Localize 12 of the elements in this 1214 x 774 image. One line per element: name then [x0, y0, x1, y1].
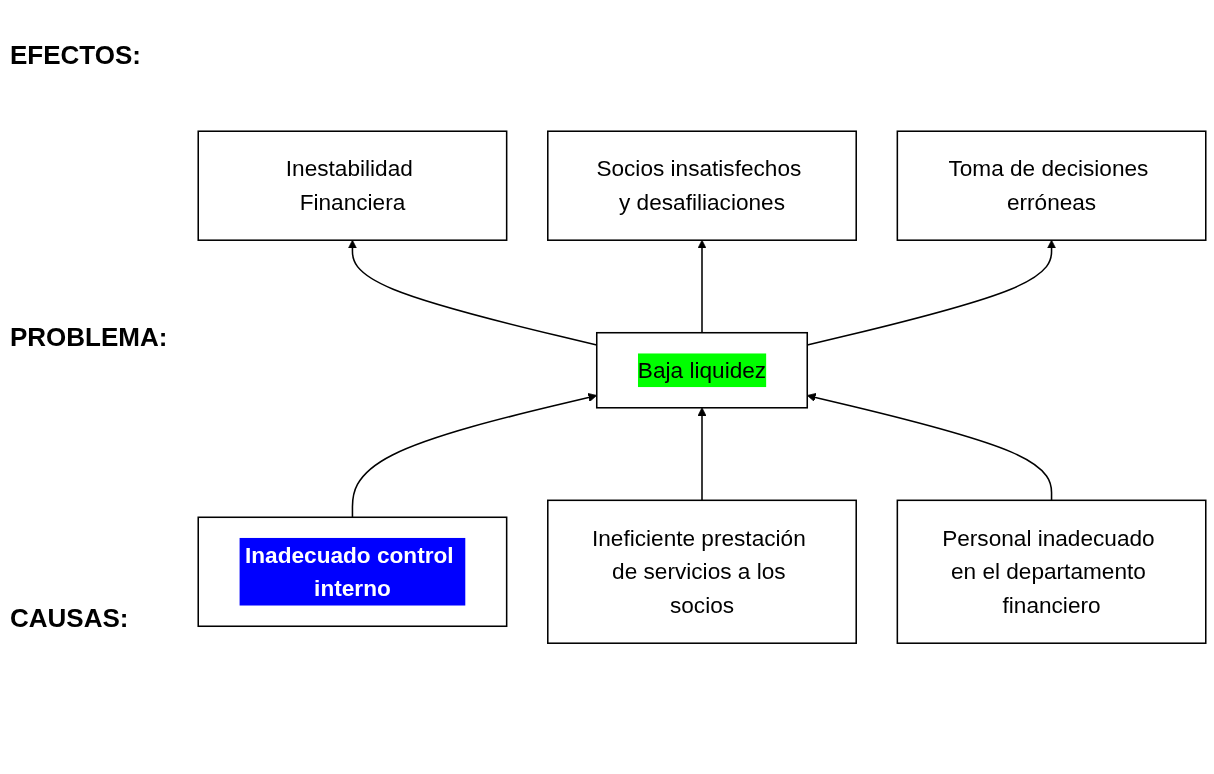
arrow — [697, 239, 707, 334]
row-heading: EFECTOS: — [10, 40, 142, 71]
node-box: Ineficiente prestación de servicios a los socios — [547, 499, 857, 644]
node-box: Toma de decisiones erróneas — [896, 130, 1207, 241]
row-heading: PROBLEMA: — [10, 321, 169, 353]
arrow — [697, 407, 707, 501]
row-heading: CAUSAS: — [10, 603, 130, 634]
node-box: Personal inadecuado en el departamento financiero — [896, 499, 1207, 644]
node-box: Inadecuado control interno — [197, 516, 508, 627]
node-box: Baja liquidez — [596, 331, 808, 409]
node-box: Inestabilidad Financiera — [197, 130, 508, 241]
node-box: Socios insatisfechos y desafiliaciones — [547, 130, 857, 241]
